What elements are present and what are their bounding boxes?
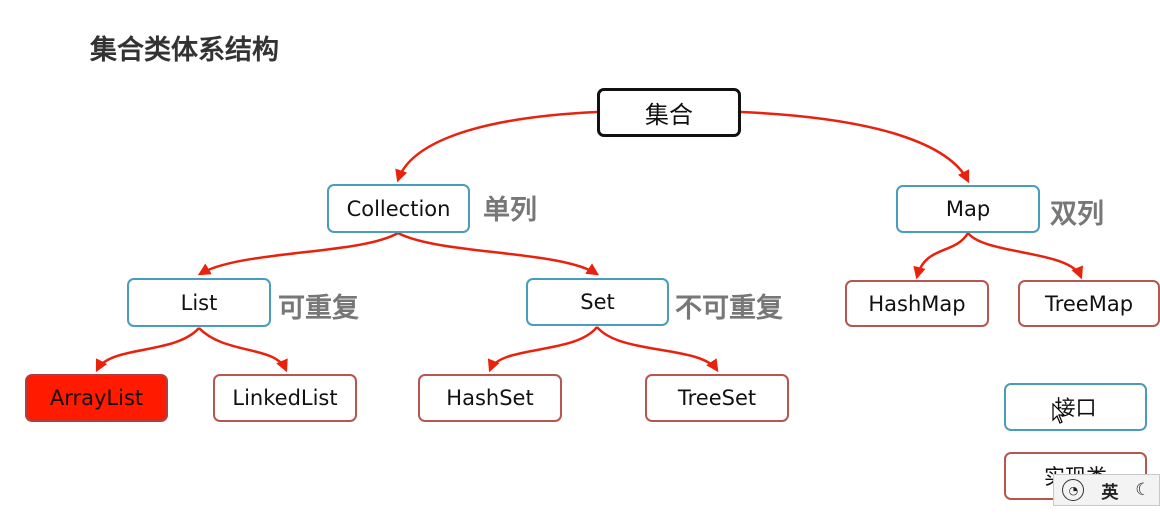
node-arraylist: ArrayList bbox=[25, 374, 168, 422]
node-list: List bbox=[127, 278, 271, 327]
node-linkedlist: LinkedList bbox=[213, 374, 357, 422]
arrow-set-treeset bbox=[596, 326, 719, 373]
node-hashmap: HashMap bbox=[845, 280, 989, 327]
arrow-collection-set bbox=[397, 231, 600, 276]
node-set: Set bbox=[526, 278, 669, 326]
arrow-set-hashset bbox=[487, 326, 598, 373]
legend-interface: 接口 bbox=[1004, 383, 1147, 431]
arrow-collection-list bbox=[197, 231, 399, 276]
mouse-cursor-icon bbox=[1052, 403, 1066, 424]
ime-language-toggle[interactable]: 英 bbox=[1101, 482, 1119, 503]
arrow-map-hashmap bbox=[913, 232, 970, 280]
node-collection-root: 集合 bbox=[597, 88, 741, 137]
arrow-map-treemap bbox=[967, 232, 1083, 280]
node-treemap: TreeMap bbox=[1018, 280, 1160, 327]
ime-logo-icon: ◔ bbox=[1062, 479, 1085, 501]
arrow-root-map bbox=[740, 110, 970, 184]
note-repeatable: 可重复 bbox=[278, 293, 359, 324]
arrow-root-collection bbox=[395, 110, 598, 183]
ime-status-bar[interactable]: ◔ 英 ☾ bbox=[1053, 474, 1160, 506]
node-hashset: HashSet bbox=[418, 374, 562, 422]
node-collection: Collection bbox=[327, 184, 470, 233]
arrow-list-linkedlist bbox=[198, 327, 288, 373]
note-single-column: 单列 bbox=[483, 195, 537, 226]
note-double-column: 双列 bbox=[1050, 199, 1104, 230]
note-non-repeatable: 不可重复 bbox=[675, 293, 783, 324]
page-title: 集合类体系结构 bbox=[90, 35, 279, 66]
node-map: Map bbox=[896, 185, 1040, 233]
node-treeset: TreeSet bbox=[645, 374, 789, 422]
arrow-list-arraylist bbox=[95, 327, 200, 373]
moon-icon[interactable]: ☾ bbox=[1135, 480, 1151, 500]
